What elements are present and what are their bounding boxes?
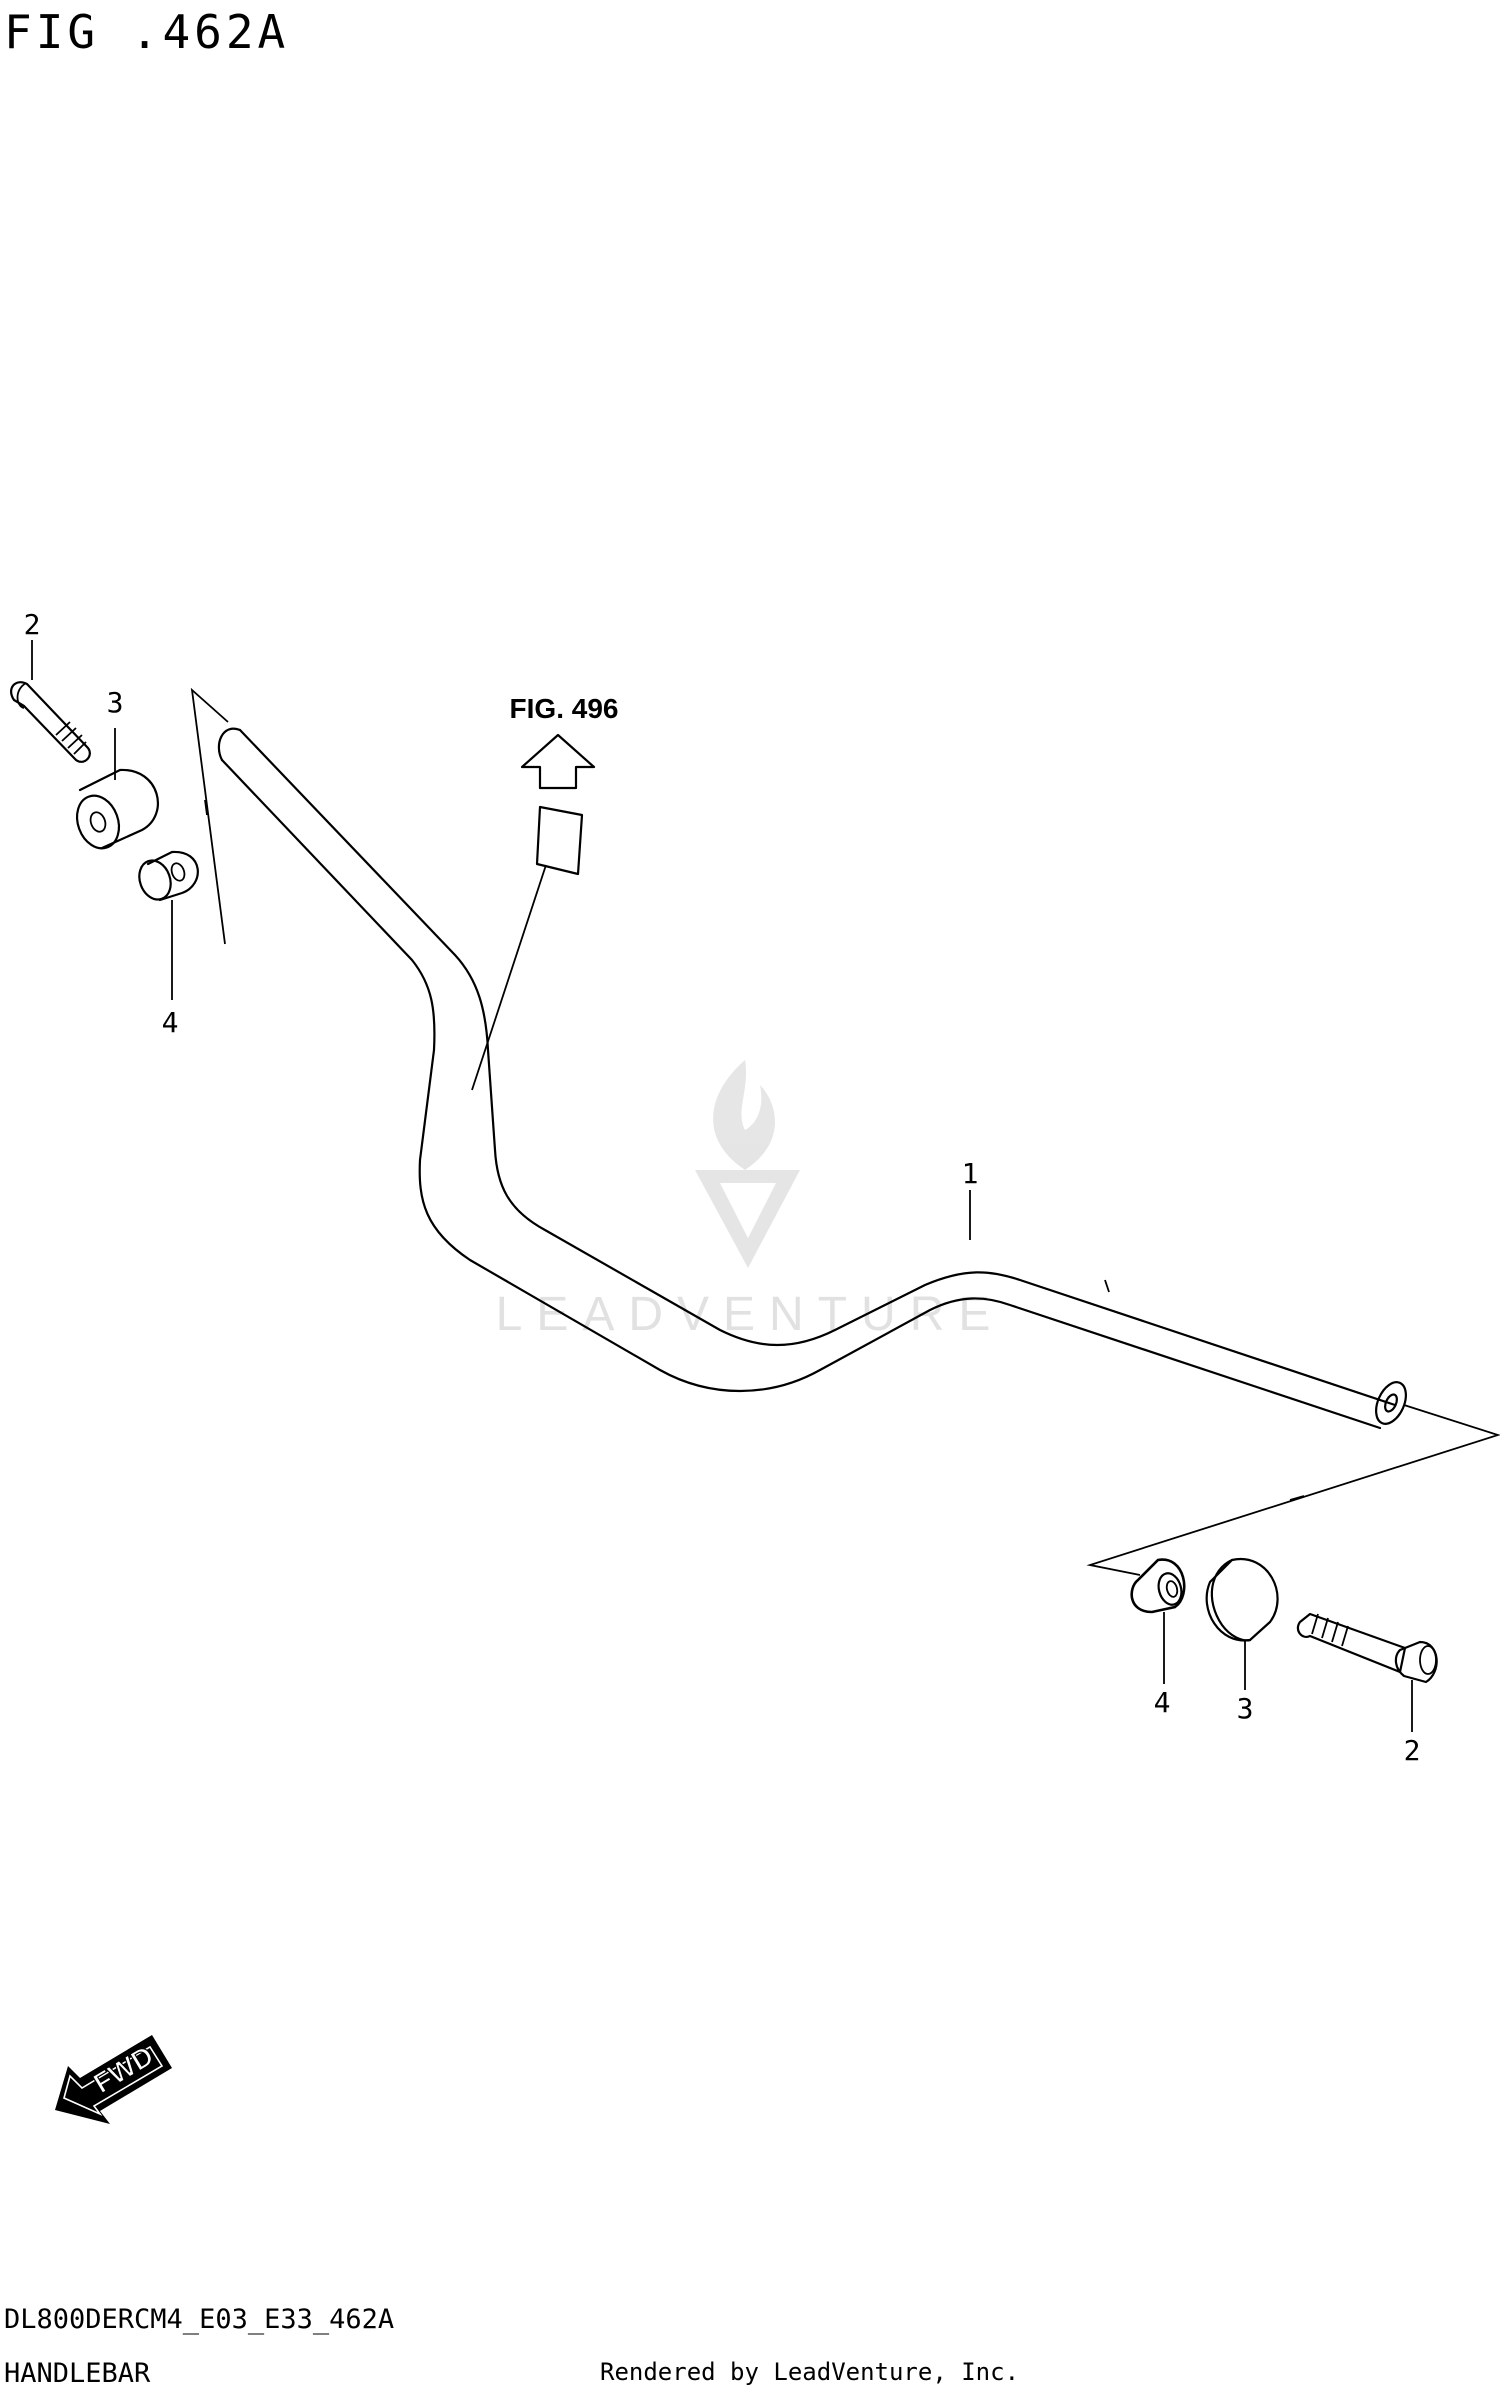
callout-leaders	[31, 640, 1413, 1732]
fig-reference-label[interactable]: FIG. 496	[510, 693, 619, 724]
bolt-right	[1296, 1612, 1438, 1684]
callout-handlebar: 1	[962, 1157, 979, 1190]
weight-right	[1205, 1557, 1279, 1642]
reference-leader	[471, 864, 547, 1091]
handlebar	[217, 727, 1407, 1430]
leadventure-watermark: LEADVENTURE	[496, 1060, 1005, 1341]
callout-weight-left: 3	[107, 686, 124, 719]
callout-cushion-left: 4	[162, 1006, 179, 1039]
cushion-left	[138, 850, 199, 902]
break-line-right	[1086, 1404, 1500, 1576]
figure-code: DL800DERCM4_E03_E33_462A	[4, 2304, 394, 2335]
arrow-up-icon	[520, 733, 596, 790]
weight-left	[75, 768, 159, 850]
fig-reference[interactable]: FIG. 496	[471, 693, 619, 1091]
callout-bolt-left: 2	[24, 608, 41, 641]
reference-marker	[535, 805, 584, 876]
fwd-arrow-icon: FWD	[55, 2035, 172, 2124]
break-tick-left	[204, 799, 208, 816]
flame-icon	[713, 1060, 775, 1170]
callout-bolt-right: 2	[1404, 1734, 1421, 1767]
break-tick-right	[1289, 1495, 1305, 1501]
figure-title: FIG .462A	[4, 5, 289, 59]
break-line-left	[190, 687, 229, 945]
v-mark-icon	[695, 1170, 800, 1268]
footer-credit: Rendered by LeadVenture, Inc.	[600, 2358, 1020, 2386]
bolt-left	[10, 681, 91, 763]
callout-cushion-right: 4	[1154, 1686, 1171, 1719]
cushion-right	[1130, 1558, 1186, 1614]
watermark-text: LEADVENTURE	[496, 1288, 1005, 1341]
callout-weight-right: 3	[1237, 1692, 1254, 1725]
figure-name: HANDLEBAR	[4, 2358, 151, 2389]
